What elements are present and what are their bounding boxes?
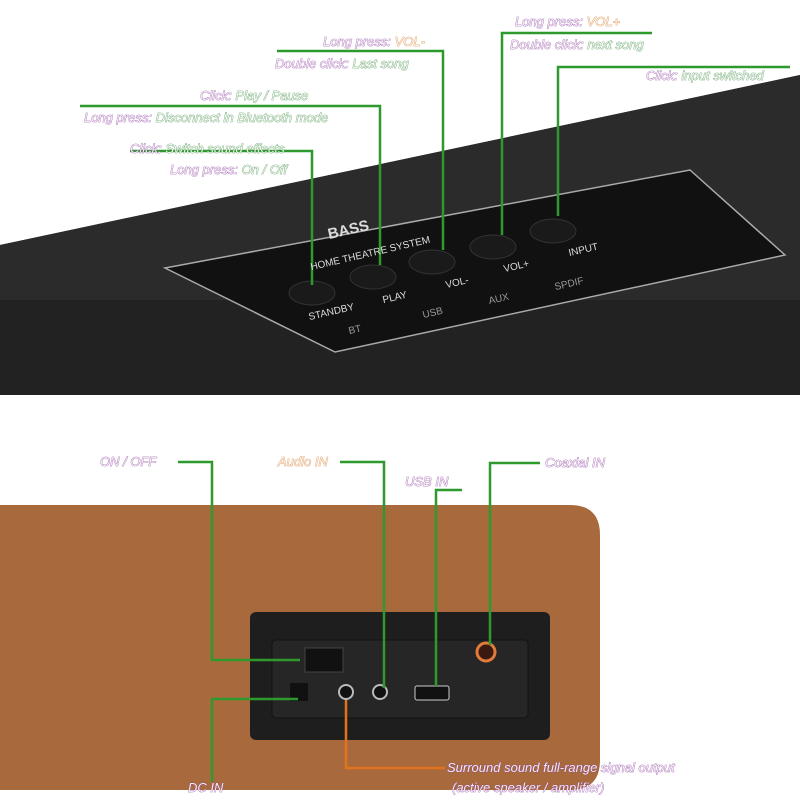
callout-dc-in: DC IN	[188, 780, 224, 796]
callout-surround: Surround sound full-range signal output	[447, 760, 675, 776]
top-leader-lines	[80, 31, 790, 285]
bottom-leader-lines	[178, 460, 540, 782]
dc-jack	[290, 683, 308, 701]
callout-surround-note: (active speaker / amplifier)	[452, 780, 605, 796]
coaxial-jack	[475, 641, 497, 663]
callout-vol-down-long: Long press: VOL-	[323, 34, 426, 50]
callout-last-double: Double click: Last song	[275, 56, 409, 72]
callout-coaxial-in: Coaxial IN	[545, 455, 606, 471]
callout-usb-in: USB IN	[405, 474, 449, 490]
callout-vol-up-long: Long press: VOL+	[515, 14, 621, 30]
audio-in-jack	[372, 684, 388, 700]
power-switch	[304, 647, 344, 673]
play-button	[349, 264, 397, 290]
usb-port	[414, 685, 450, 701]
callout-input-click: Click: input switched	[646, 68, 764, 84]
callout-effects-click: Click: Switch sound effects	[130, 141, 285, 157]
callout-play-click: Click: Play / Pause	[200, 88, 309, 104]
control-panel	[162, 169, 787, 353]
callout-on-off: ON / OFF	[100, 454, 157, 470]
callout-disconnect-long: Long press: Disconnect in Bluetooth mode	[84, 110, 329, 126]
surround-leader-line	[344, 700, 445, 770]
callout-audio-in: Audio IN	[278, 454, 328, 470]
line-out-jack	[338, 684, 354, 700]
callout-onoff-long: Long press: On / Off	[170, 162, 288, 178]
control-buttons	[288, 218, 577, 306]
input-button	[529, 218, 577, 244]
callout-next-double: Double click: next song	[510, 37, 644, 53]
next-button	[469, 234, 517, 260]
prev-button	[408, 249, 456, 275]
